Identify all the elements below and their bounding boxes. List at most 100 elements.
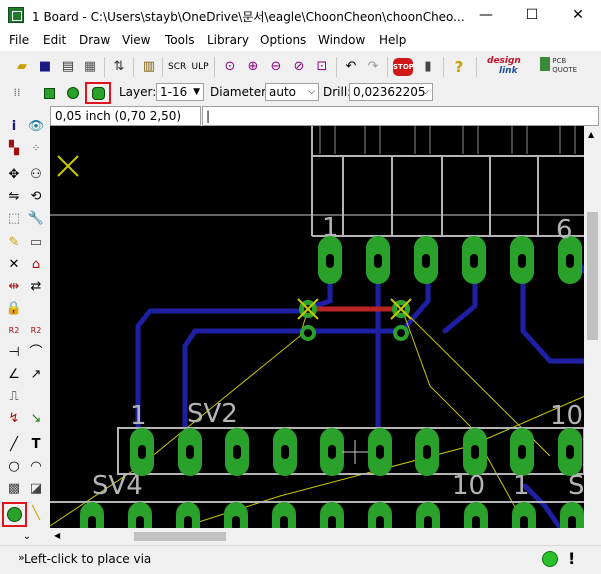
layer-value: 1-16 [160,85,188,99]
mark-icon[interactable]: ⁘ [31,143,41,154]
optimize-icon[interactable]: ⇄ [30,279,42,294]
via-shape-square-icon[interactable] [40,84,58,102]
save-icon[interactable]: ■ [38,59,52,74]
split-line-icon[interactable]: ∠ [8,367,20,382]
mirror-icon[interactable]: ⇋ [8,189,20,204]
toolbar-separator [443,57,444,77]
show-icon[interactable]: 👁 [27,119,45,134]
vertical-scrollbar[interactable]: ▲ [584,126,601,528]
menu-view[interactable]: View [122,33,151,47]
layer-label: Layer: [119,85,157,99]
layer-select[interactable]: 1-16▼ [156,83,204,101]
via-shape-octagon-icon[interactable] [89,84,107,102]
zoom-fit-icon[interactable]: ⊙ [224,59,236,74]
miter-icon[interactable]: ⌒ [29,345,43,360]
grip-icon: ⁞⁞ [13,86,21,99]
display-layers-icon[interactable]: ▚ [9,141,19,156]
zoom-redraw-icon[interactable]: ⊘ [293,59,305,74]
command-line-input[interactable]: | [202,106,599,126]
rotate-icon[interactable]: ⟲ [30,189,42,204]
main-toolbar: ▰ ■ ▤ ▦ ⇅ ▥ SCR ULP ⊙ ⊕ ⊖ ⊘ ⊡ ↶ ↷ STOP ▮… [0,52,601,82]
close-button[interactable]: ✕ [572,7,584,23]
component-origin-cross [342,440,368,464]
diameter-select[interactable]: auto⌵ [265,83,319,101]
top-connector-drills [326,254,574,268]
go-icon[interactable]: ▮ [424,59,432,74]
help-icon[interactable]: ? [454,58,464,76]
ulp-icon[interactable]: ULP [191,62,209,72]
menu-tools[interactable]: Tools [165,33,195,47]
smash-icon[interactable]: ⊣ [8,345,20,360]
pcb-quote-text: PCB QUOTE [552,57,578,74]
rect-icon[interactable]: ▩ [7,481,21,496]
vertical-scroll-thumb[interactable] [587,212,598,340]
info-icon[interactable]: i [11,119,17,134]
polygon-icon[interactable]: ◪ [29,481,43,496]
maximize-button[interactable]: ☐ [525,7,539,23]
cam-icon[interactable]: ▦ [83,59,97,74]
title-bar [0,0,601,31]
pcb-quote-logo[interactable]: PCB QUOTE [540,57,578,77]
scroll-up-icon[interactable]: ▲ [588,130,595,139]
toolbar-separator [133,57,134,77]
via-shape-round-icon[interactable] [64,84,82,102]
open-icon[interactable]: ▰ [17,59,27,74]
change-icon[interactable]: 🔧 [27,211,45,226]
meander-icon[interactable]: ↗ [30,367,42,382]
move-icon[interactable]: ✥ [8,167,20,182]
menu-edit[interactable]: Edit [43,33,67,47]
redo-icon[interactable]: ↷ [367,59,379,74]
board-switch-icon[interactable]: ⇅ [113,59,125,74]
design-link-logo[interactable]: design link [487,56,527,78]
autoroute-icon[interactable]: ↘ [30,411,42,426]
circle-icon[interactable]: ○ [8,459,20,474]
delete-icon[interactable]: ✕ [8,257,20,272]
horizontal-scrollbar[interactable]: ◀ [50,528,584,545]
delete-icon-2[interactable]: ▭ [29,235,43,250]
board-canvas[interactable]: 1 6 1 SV2 10 SV4 10 1 S [50,126,584,528]
split-icon[interactable]: ⇹ [8,279,20,294]
scroll-left-icon[interactable]: ◀ [54,531,61,540]
left-toolbar: i 👁 ▚ ⁘ ✥ ⚇ ⇋ ⟲ ⬚ 🔧 ✎ ▭ ✕ ⌂ ⇹ ⇄ 🔒 R2 R2 … [0,112,50,548]
paste-icon[interactable]: ✎ [8,235,20,250]
sv4-pin10-label: 10 [452,471,485,501]
toolbar-separator [162,57,163,77]
stop-command-icon[interactable]: ! [568,549,576,568]
script-icon[interactable]: SCR [168,62,187,72]
signal-icon[interactable]: ╲ [32,506,40,521]
wire-icon[interactable]: ╱ [10,437,18,452]
group-icon[interactable]: ⬚ [7,211,21,226]
lock-icon[interactable]: 🔒 [5,301,23,316]
text-icon[interactable]: T [31,437,41,452]
design-link-text-b: link [499,66,518,76]
menu-options[interactable]: Options [260,33,307,47]
horizontal-scroll-thumb[interactable] [134,532,226,541]
copy-icon[interactable]: ⚇ [30,167,42,182]
menu-draw[interactable]: Draw [79,33,111,47]
menu-library[interactable]: Library [207,33,249,47]
zoom-select-icon[interactable]: ⊡ [316,59,328,74]
status-chevron-icon[interactable]: » [18,551,25,564]
menu-file[interactable]: File [9,33,30,47]
library-icon[interactable]: ▥ [142,59,156,74]
zoom-in-icon[interactable]: ⊕ [247,59,259,74]
undo-icon[interactable]: ↶ [345,59,357,74]
arc-icon[interactable]: ◠ [30,459,42,474]
sv2-pin10-label: 10 [550,401,583,431]
stop-icon[interactable]: STOP [393,58,414,76]
ripup-icon[interactable]: ⎍ [9,389,19,404]
drill-select[interactable]: 0,02362205⌵ [349,83,433,101]
top-connector-hatch [319,126,576,154]
menu-window[interactable]: Window [318,33,366,47]
print-icon[interactable]: ▤ [61,59,75,74]
value-icon[interactable]: R2 [30,326,42,335]
minimize-button[interactable]: — [479,7,493,23]
zoom-out-icon[interactable]: ⊖ [270,59,282,74]
name-icon[interactable]: R2 [8,326,20,335]
more-tools-icon[interactable]: ⌄ [22,531,32,542]
menu-help[interactable]: Help [379,33,407,47]
route-icon[interactable]: ↯ [8,411,20,426]
via-tool-icon[interactable] [5,505,23,523]
sv4-drills [88,516,576,528]
add-icon[interactable]: ⌂ [31,257,41,272]
